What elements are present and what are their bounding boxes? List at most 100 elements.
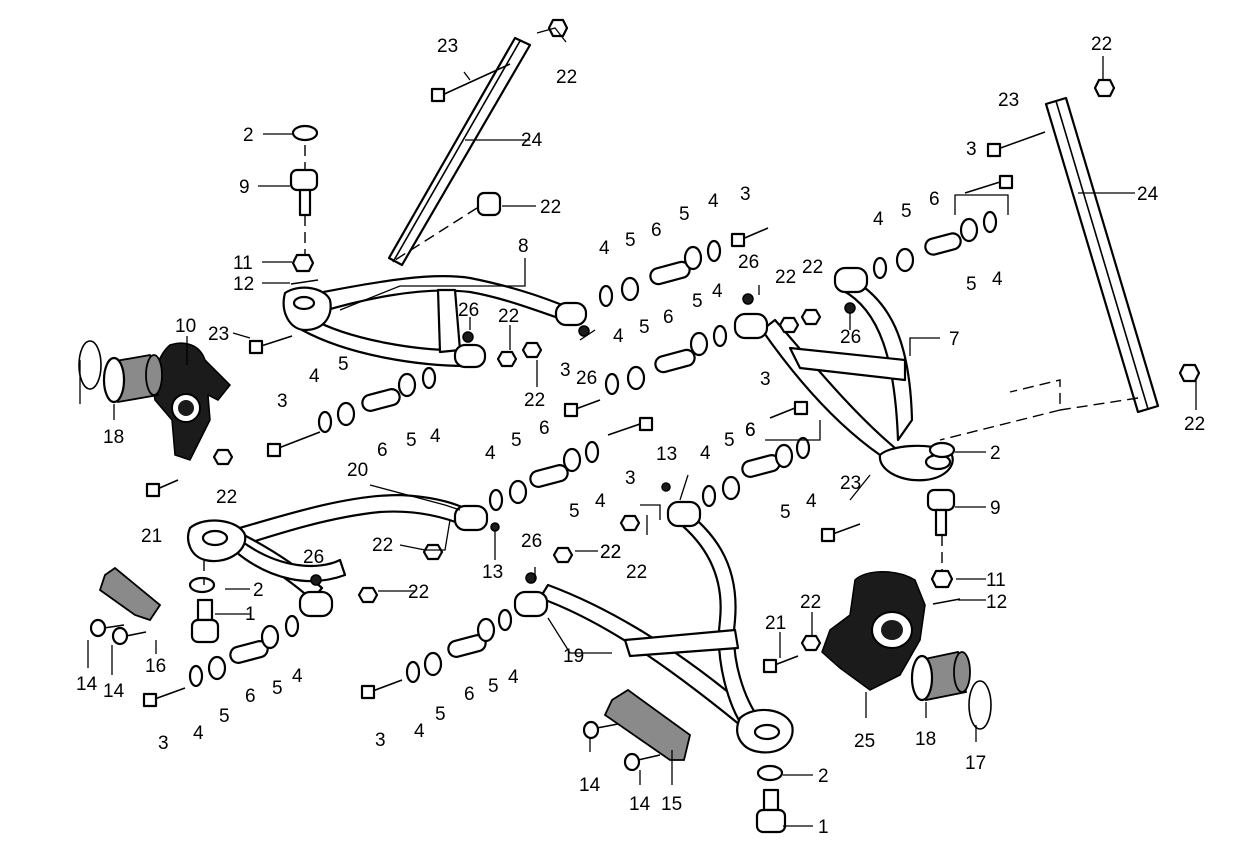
ring-2-c [188, 576, 216, 594]
callout-16: 16 [145, 656, 166, 677]
screws [89, 618, 661, 772]
callout-13: 13 [482, 562, 503, 583]
callout-21: 21 [765, 613, 786, 634]
callout-2: 2 [818, 766, 829, 787]
callout-6: 6 [663, 307, 674, 328]
callout-2: 2 [253, 580, 264, 601]
lower-left-a-arm [187, 493, 489, 618]
upper-left-a-arm [282, 275, 588, 369]
callout-4: 4 [309, 366, 320, 387]
callout-25: 25 [854, 731, 875, 752]
callout-18: 18 [915, 729, 936, 750]
bolts [142, 63, 1046, 708]
callout-6: 6 [377, 440, 388, 461]
callout-4: 4 [700, 443, 711, 464]
callout-22: 22 [1184, 414, 1205, 435]
callout-5: 5 [679, 204, 690, 225]
snap-ring-left [78, 340, 102, 390]
callout-22: 22 [626, 562, 647, 583]
callout-numbers: 23 22 2 24 9 22 11 12 8 10 23 18 21 22 2… [76, 34, 1205, 838]
callout-1: 1 [818, 817, 829, 838]
callout-14: 14 [76, 674, 98, 695]
callout-22: 22 [216, 487, 237, 508]
leader-lines [79, 27, 1197, 827]
callout-4: 4 [712, 281, 723, 302]
callout-24: 24 [521, 130, 543, 151]
ball-joint-lower-left [190, 598, 220, 644]
callout-5: 5 [272, 678, 283, 699]
skid-guard-left [98, 566, 162, 622]
nuts [212, 18, 1201, 652]
ball-joint-upper-left [289, 168, 319, 217]
callout-4: 4 [508, 667, 519, 688]
callout-26: 26 [521, 531, 542, 552]
callout-22: 22 [600, 542, 621, 563]
callout-4: 4 [599, 238, 610, 259]
callout-11: 11 [986, 570, 1006, 591]
bearing-right [910, 650, 971, 702]
callout-9: 9 [990, 498, 1001, 519]
callout-17: 17 [965, 753, 986, 774]
callout-5: 5 [406, 430, 417, 451]
callout-4: 4 [430, 426, 441, 447]
callout-19: 19 [563, 646, 584, 667]
callout-5: 5 [625, 230, 636, 251]
callout-6: 6 [464, 684, 475, 705]
callout-26: 26 [738, 252, 759, 273]
callout-18: 18 [103, 427, 124, 448]
callout-4: 4 [708, 191, 719, 212]
callout-22: 22 [775, 267, 796, 288]
callout-23: 23 [208, 324, 229, 345]
snap-ring-right [968, 680, 992, 730]
callout-22: 22 [802, 257, 823, 278]
callout-6: 6 [929, 189, 940, 210]
callout-5: 5 [966, 274, 977, 295]
callout-22: 22 [540, 197, 561, 218]
callout-4: 4 [193, 723, 204, 744]
ring-2-a [291, 124, 319, 142]
ball-joint-lower-right [755, 788, 787, 834]
upper-right-a-arm [733, 266, 954, 482]
callout-5: 5 [511, 430, 522, 451]
callout-3: 3 [560, 360, 571, 381]
callout-4: 4 [873, 209, 884, 230]
callout-14: 14 [629, 794, 651, 815]
callout-3: 3 [277, 391, 288, 412]
callout-3: 3 [375, 730, 386, 751]
callout-23: 23 [437, 36, 458, 57]
callout-26: 26 [458, 300, 479, 321]
callout-15: 15 [661, 794, 682, 815]
callout-6: 6 [745, 420, 756, 441]
callout-4: 4 [414, 721, 425, 742]
skid-guard-right [603, 688, 692, 761]
callout-4: 4 [806, 491, 817, 512]
callout-4: 4 [613, 326, 624, 347]
callout-1: 1 [245, 604, 256, 625]
callout-5: 5 [780, 502, 791, 523]
bushing-stacks [188, 210, 998, 688]
callout-22: 22 [1091, 34, 1112, 55]
callout-7: 7 [949, 329, 960, 350]
callout-12: 12 [233, 274, 254, 295]
callout-14: 14 [103, 681, 125, 702]
callout-22: 22 [600, 542, 621, 563]
callout-26: 26 [840, 327, 861, 348]
callout-26: 26 [576, 368, 597, 389]
callout-22: 22 [800, 592, 821, 613]
callout-9: 9 [239, 177, 250, 198]
callout-22: 22 [498, 306, 519, 327]
callout-10: 10 [175, 316, 196, 337]
callout-11: 11 [233, 253, 253, 274]
callout-22: 22 [372, 535, 393, 556]
callout-4: 4 [292, 666, 303, 687]
callout-3: 3 [158, 733, 169, 754]
callout-3: 3 [740, 184, 751, 205]
callout-6: 6 [245, 686, 256, 707]
callout-2: 2 [243, 125, 254, 146]
ball-joint-upper-right [926, 488, 956, 537]
callout-24: 24 [1137, 184, 1159, 205]
callout-6: 6 [651, 220, 662, 241]
callout-6: 6 [745, 420, 756, 441]
